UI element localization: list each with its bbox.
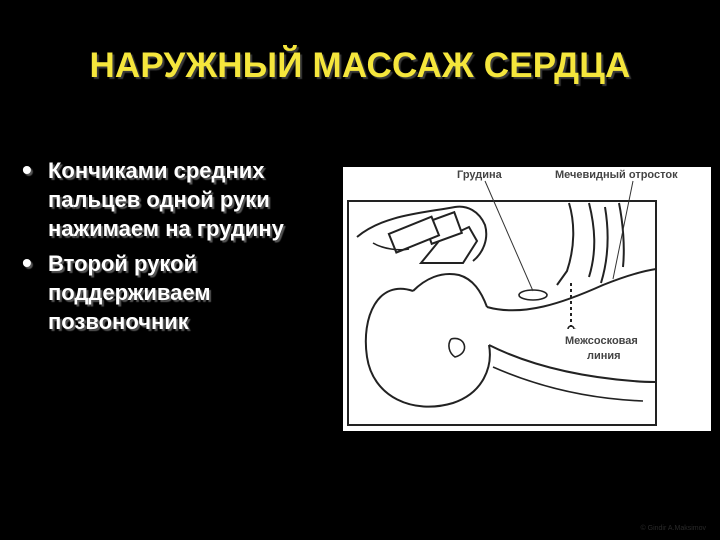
- bullet-item: • Кончиками средних пальцев одной руки н…: [20, 156, 340, 243]
- slide-title: НАРУЖНЫЙ МАССАЖ СЕРДЦА: [89, 46, 631, 85]
- sternum-leader: [484, 180, 534, 292]
- infant-cpr-drawing: Грудина Мечевидный отросток Межсосковая …: [347, 169, 678, 426]
- rescuer-finger: [372, 242, 410, 251]
- infant-ear: [448, 337, 466, 358]
- bullet-text: Кончиками средних пальцев одной руки наж…: [48, 158, 284, 241]
- bullet-list: • Кончиками средних пальцев одной руки н…: [20, 156, 340, 342]
- rescuer-finger-1: [588, 202, 596, 278]
- cpr-illustration: Грудина Мечевидный отросток Межсосковая …: [343, 167, 711, 431]
- infant-back: [488, 344, 657, 383]
- sternum-marker: [518, 289, 548, 301]
- rescuer-hand-left: [356, 205, 488, 262]
- rescuer-finger-3: [618, 202, 625, 268]
- bullet-item: • Второй рукой поддерживаем позвоночник: [20, 249, 340, 336]
- rescuer-finger-2: [600, 206, 609, 284]
- mask-icon: [418, 225, 479, 264]
- bullet-dot-icon: •: [22, 247, 32, 278]
- label-sternum: Грудина: [457, 169, 503, 181]
- label-nipple-line-1: Межсосковая: [565, 335, 638, 347]
- label-nipple-line-2: линия: [587, 350, 621, 362]
- infant-head: [364, 287, 491, 408]
- infant-face: [412, 273, 488, 308]
- bullet-dot-icon: •: [22, 154, 32, 185]
- bag-icon: [387, 215, 441, 254]
- credit-text: © Gindir A.Maksimov: [640, 525, 706, 532]
- label-backdrop: [561, 329, 655, 365]
- xiphoid-leader: [612, 180, 634, 280]
- support-arm: [492, 366, 644, 402]
- figure-frame: [347, 200, 657, 426]
- bullet-text: Второй рукой поддерживаем позвоночник: [48, 251, 211, 334]
- label-xiphoid: Мечевидный отросток: [555, 169, 678, 181]
- rescuer-hand-right: [556, 202, 575, 286]
- infant-chest: [486, 268, 657, 312]
